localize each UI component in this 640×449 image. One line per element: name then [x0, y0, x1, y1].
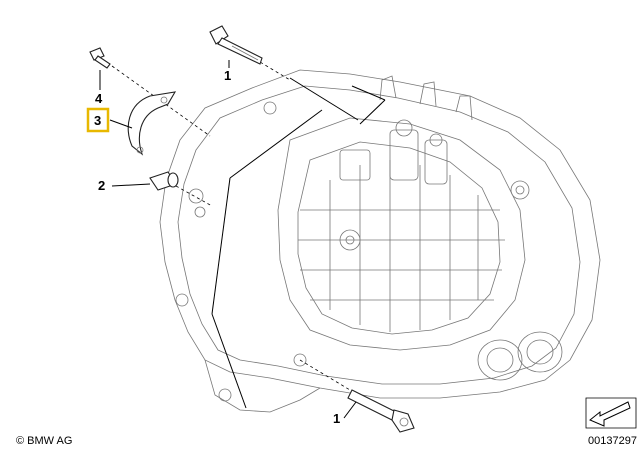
bracket-part [127, 91, 177, 156]
copyright-label: © BMW AG [16, 435, 72, 447]
sleeve-part [149, 171, 179, 191]
image-number: 00137297 [588, 435, 637, 447]
bolt-bottom-part [347, 389, 415, 433]
callout-1-bottom[interactable]: 1 [333, 411, 340, 426]
leader-lines [99, 60, 357, 419]
callout-3[interactable]: 3 [94, 113, 101, 128]
small-bolt-part [89, 47, 111, 69]
callout-1-top[interactable]: 1 [224, 68, 231, 83]
callout-2[interactable]: 2 [98, 178, 105, 193]
gearbox-housing [159, 69, 601, 413]
callout-3-highlight [86, 107, 110, 133]
arrow-icon [585, 397, 637, 429]
callout-4[interactable]: 4 [95, 91, 103, 106]
bolt-top-part [209, 25, 263, 65]
